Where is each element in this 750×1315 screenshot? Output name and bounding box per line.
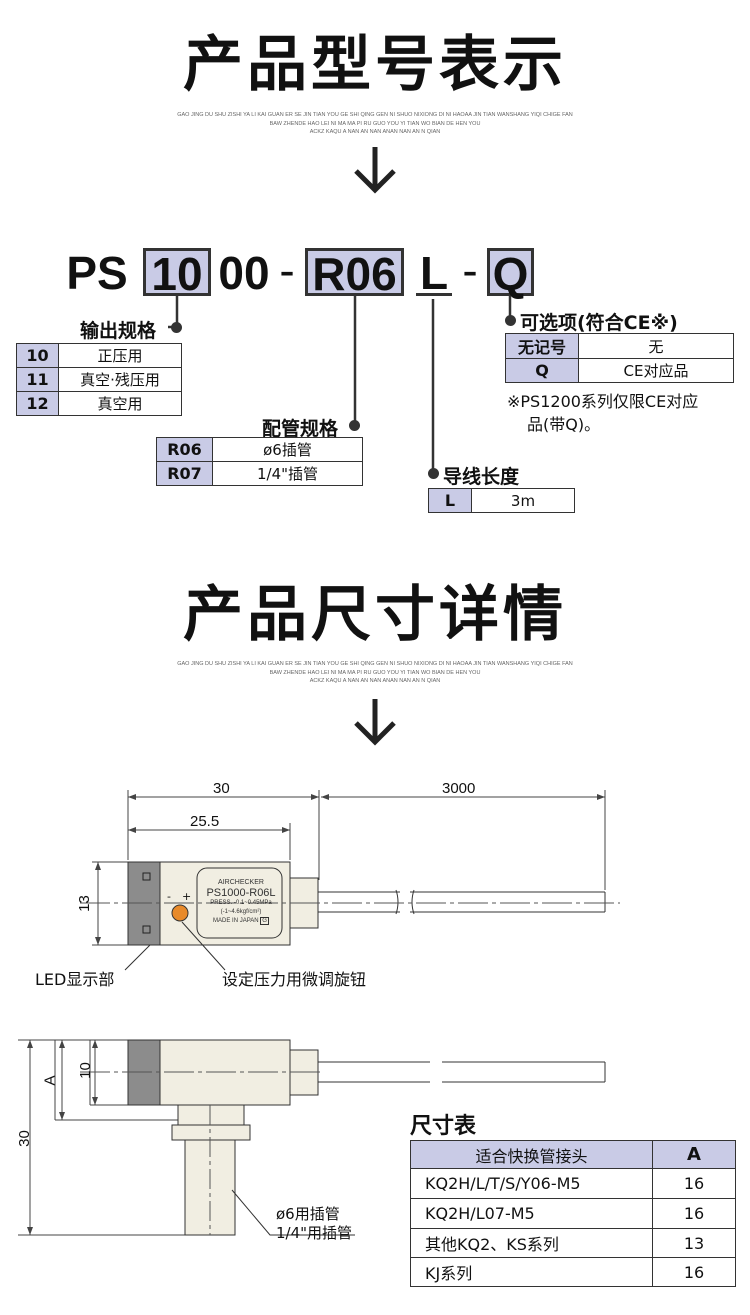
tube-label: 1/4"用插管 xyxy=(276,1224,353,1242)
led-label: LED显示部 xyxy=(35,970,115,989)
output-label: 输出规格 xyxy=(80,320,157,342)
arrow-down-icon xyxy=(354,699,396,746)
minus-mark: - xyxy=(167,890,171,903)
cell: 无记号 xyxy=(505,333,579,359)
tube-label: ø6用插管 xyxy=(276,1205,340,1223)
cell: 11 xyxy=(16,367,59,392)
filler-text: GAO JING DU SHU ZISHI YA LI KAI GUAN ER … xyxy=(177,112,573,135)
cell: Q xyxy=(505,358,579,383)
dim-10: 10 xyxy=(76,1062,94,1079)
connector-dot xyxy=(505,315,516,326)
connector-dot xyxy=(171,322,182,333)
cell: 3m xyxy=(471,488,575,513)
model-fixed: 00 xyxy=(218,247,270,299)
cell: KQ2H/L/T/S/Y06-M5 xyxy=(410,1168,653,1199)
connector-dot xyxy=(428,468,439,479)
knob-label: 设定压力用微调旋钮 xyxy=(222,970,367,989)
cell: 13 xyxy=(652,1228,736,1258)
cell: KJ系列 xyxy=(410,1257,653,1287)
cell: 16 xyxy=(652,1257,736,1287)
option-note: 品(带Q)。 xyxy=(527,415,601,434)
model-prefix: PS xyxy=(66,247,128,299)
cell: R07 xyxy=(156,461,213,486)
filler-text: GAO JING DU SHU ZISHI YA LI KAI GUAN ER … xyxy=(177,661,573,684)
dim-30: 30 xyxy=(213,780,230,797)
cell: L xyxy=(428,488,472,513)
cell: 其他KQ2、KS系列 xyxy=(410,1228,653,1258)
cell: ø6插管 xyxy=(212,437,363,462)
model-lead-code: L xyxy=(416,250,452,296)
dimension-drawing xyxy=(18,790,620,1236)
option-label: 可选项(符合CE※) xyxy=(520,312,678,334)
cell: 16 xyxy=(652,1198,736,1229)
option-note: ※PS1200系列仅限CE对应 xyxy=(507,392,699,411)
dim-13: 13 xyxy=(75,895,93,912)
model-piping-code: R06 xyxy=(305,248,404,297)
cell: 1/4"插管 xyxy=(212,461,363,486)
model-dash: - xyxy=(462,244,478,296)
arrow-down-icon xyxy=(354,147,396,194)
connector-lines xyxy=(168,296,512,473)
cell: 正压用 xyxy=(58,343,182,368)
dim-table-title: 尺寸表 xyxy=(410,1114,477,1139)
cell: 真空·残压用 xyxy=(58,367,182,392)
cell: 真空用 xyxy=(58,391,182,416)
header-cell: 适合快换管接头 xyxy=(410,1140,653,1169)
dim-25-5: 25.5 xyxy=(190,813,220,830)
dim-30-vertical: 30 xyxy=(15,1130,33,1147)
model-dash: - xyxy=(279,244,295,296)
cell: 12 xyxy=(16,391,59,416)
model-output-code: 10 xyxy=(143,248,211,297)
cell: CE对应品 xyxy=(578,358,734,383)
section-title-dimensions: 产品尺寸详情 xyxy=(183,580,567,650)
cell: R06 xyxy=(156,437,213,462)
lead-label: 导线长度 xyxy=(443,466,520,488)
cell: KQ2H/L07-M5 xyxy=(410,1198,653,1229)
connector-dot xyxy=(349,420,360,431)
header-cell: A xyxy=(652,1140,736,1169)
section-title-model: 产品型号表示 xyxy=(183,30,567,100)
dim-a: A xyxy=(41,1075,59,1086)
plus-mark: + xyxy=(182,890,192,903)
cell: 无 xyxy=(578,333,734,359)
piping-label: 配管规格 xyxy=(262,418,339,440)
cell: 16 xyxy=(652,1168,736,1199)
cell: 10 xyxy=(16,343,59,368)
model-option-code: Q xyxy=(487,248,534,297)
dim-3000: 3000 xyxy=(442,780,476,797)
